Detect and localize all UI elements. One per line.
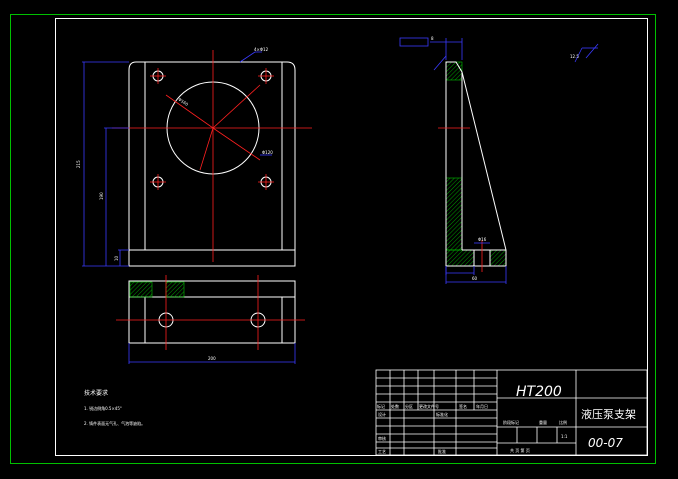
sheets-label: 共 页 第 页 <box>510 447 530 453</box>
dim-slot: Φ16 <box>478 237 487 242</box>
inner-frame <box>55 18 648 456</box>
part-name: 液压泵支架 <box>581 407 636 421</box>
drawing-number: 00-07 <box>588 436 623 450</box>
standardization-label: 标准化 <box>436 411 448 417</box>
header-cell: 处数 <box>391 403 399 409</box>
top-view-centerlines <box>116 275 305 350</box>
top-view-dimensions <box>128 343 296 364</box>
side-view-hatch-base <box>445 249 475 267</box>
front-view-dimensions <box>82 51 272 267</box>
front-view-centerlines <box>112 50 312 262</box>
scale-value: 1:1 <box>561 434 568 439</box>
stage-mark-label: 阶段标记 <box>503 419 519 425</box>
header-cell: 标记 <box>377 403 385 409</box>
side-view-centerlines <box>438 127 483 272</box>
side-view-hatch-base <box>489 249 507 267</box>
top-view-hatch-section <box>165 281 185 298</box>
dim-small-height: 10 <box>114 255 119 261</box>
side-view-dimensions <box>399 37 599 284</box>
dim-pcd-callout: Φ160 <box>177 97 189 107</box>
top-view-outline <box>128 280 296 344</box>
dim-hole-callout: 4×Φ12 <box>254 47 269 52</box>
dim-side-width: 60 <box>472 276 478 281</box>
dim-thickness: 8 <box>431 36 434 41</box>
side-view-hatch-lower <box>445 177 463 251</box>
weight-label: 重量 <box>539 419 547 425</box>
header-cell: 签名 <box>459 403 467 409</box>
top-view-hatch-section <box>129 281 153 298</box>
scale-label: 比例 <box>559 419 567 425</box>
side-view-hatch-top <box>445 61 463 81</box>
header-cell: 更改文件号 <box>419 403 439 409</box>
tech-req-item: 1. 锐边倒角0.5×45° <box>84 405 122 411</box>
dim-bottom-width: 200 <box>208 356 216 361</box>
outer-frame <box>10 14 656 464</box>
row-label: 审核 <box>378 435 386 441</box>
surface-roughness: 12.5 <box>570 54 579 59</box>
header-cell: 分区 <box>405 403 413 409</box>
front-view-outline <box>128 61 296 267</box>
approve-label: 批准 <box>438 448 446 454</box>
header-cell: 年月日 <box>476 403 488 409</box>
dim-overall-height: 215 <box>76 160 81 168</box>
tech-req-item: 2. 铸件表面无气孔、气泡等缺陷。 <box>84 420 145 426</box>
row-label: 工艺 <box>378 449 386 454</box>
dim-bore-callout: Φ120 <box>262 150 273 155</box>
title-block <box>375 369 648 456</box>
row-label: 设计 <box>378 411 386 417</box>
tech-req-title: 技术要求 <box>84 389 108 397</box>
top-view <box>128 280 296 344</box>
dim-inner-height: 190 <box>99 192 104 200</box>
front-view <box>128 61 296 267</box>
material-label: HT200 <box>516 384 562 400</box>
